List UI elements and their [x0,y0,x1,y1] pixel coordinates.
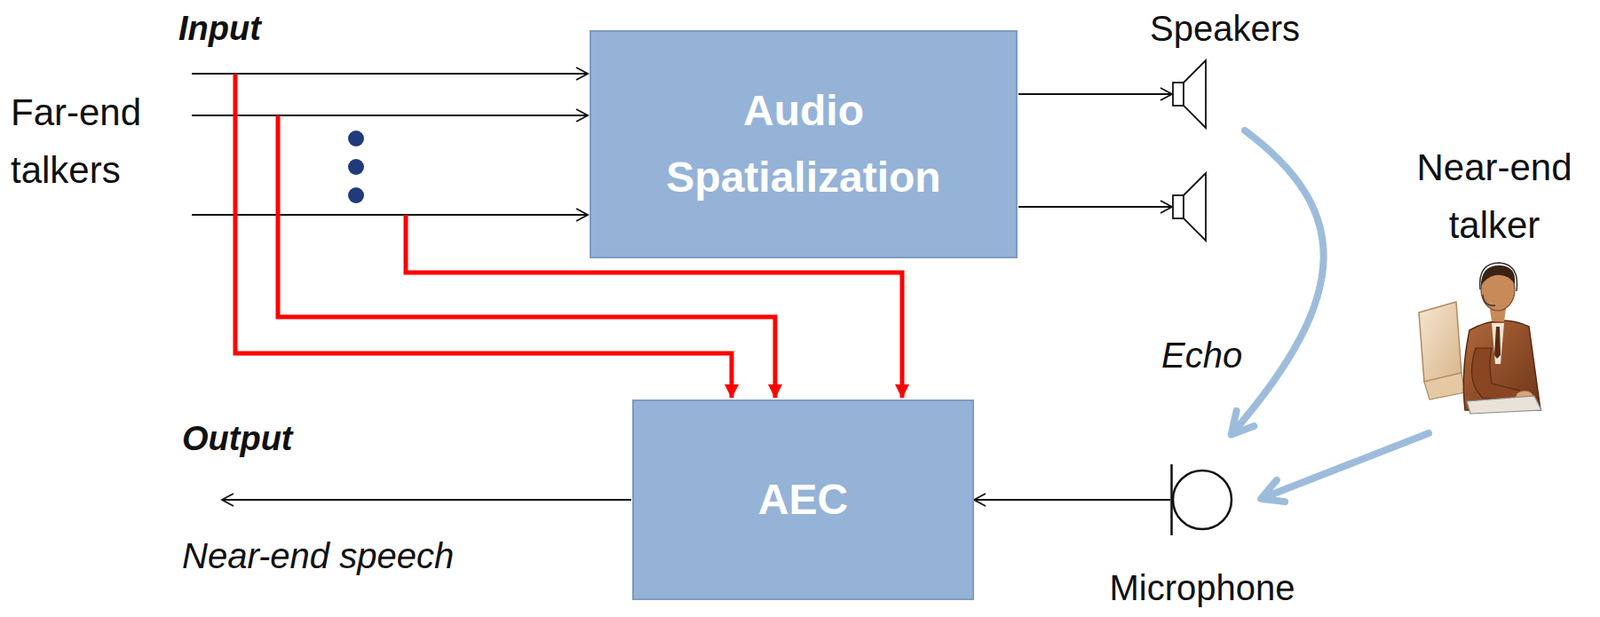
node-label: Microphone [1108,566,1295,610]
output-line [221,499,632,501]
process-box: AEC [632,399,975,601]
signal-connector [974,499,1171,501]
ellipsis-dots [348,130,365,204]
person-label: Near-end talker [1392,138,1597,254]
speech-arrow [1262,433,1429,499]
signal-label: Near-end speech [182,534,454,578]
speaker-lines [1018,94,1173,207]
signal-label: Echo [1161,333,1243,377]
section-label: Output [182,419,294,460]
input-lines [191,73,588,215]
microphone-symbol: Microphone [1170,464,1235,536]
device-label: Speakers [1149,7,1300,50]
section-label: Input [178,8,262,50]
process-box: Audio Spatialization [589,30,1018,259]
source-label: Far-end talkers [10,83,189,199]
box-title: Audio Spatialization [617,78,991,211]
box-title: AEC [758,467,848,533]
microphone-outline [1170,464,1235,536]
talker-illustration [1418,262,1542,414]
speaker-symbol [1172,60,1206,128]
speaker-symbol [1172,173,1206,241]
echo-arrow [1232,130,1324,434]
